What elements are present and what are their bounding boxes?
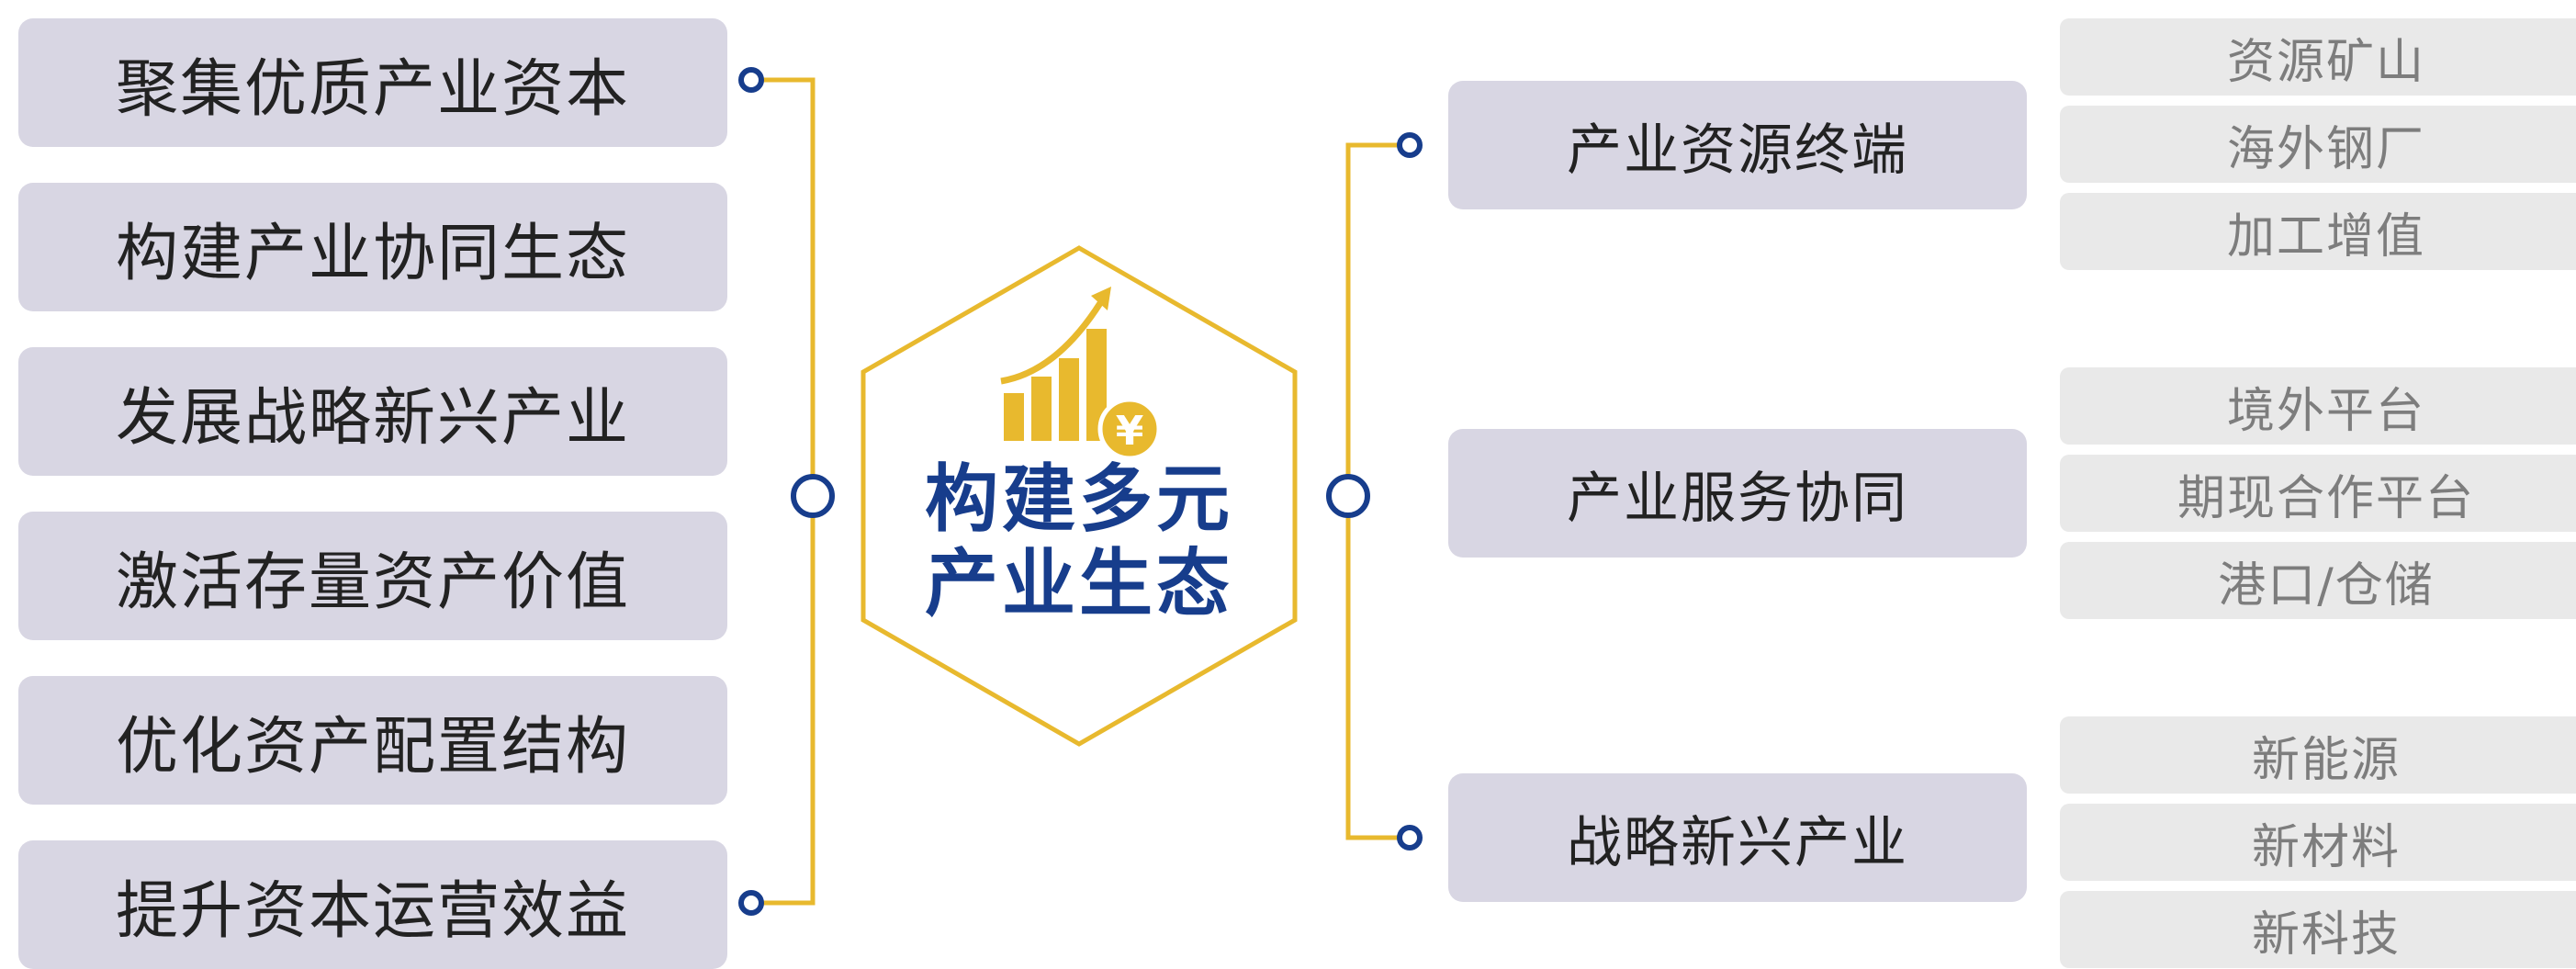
sub-item: 境外平台 [2060, 367, 2576, 445]
sub-item: 期现合作平台 [2060, 455, 2576, 532]
sub-item: 新科技 [2060, 891, 2576, 968]
left-item-2: 构建产业协同生态 [18, 183, 727, 311]
sub-item: 海外钢厂 [2060, 106, 2576, 183]
right-top-dot [1397, 132, 1423, 158]
center-title-line2: 产业生态 [925, 541, 1233, 626]
category-resource-terminal: 产业资源终端 [1448, 81, 2027, 209]
sub-item: 港口/仓储 [2060, 542, 2576, 619]
left-mid-circle [791, 474, 835, 518]
center-hexagon [861, 245, 1298, 747]
category-strategic-emerging: 战略新兴产业 [1448, 773, 2027, 902]
left-item-3: 发展战略新兴产业 [18, 347, 727, 476]
left-item-5: 优化资产配置结构 [18, 676, 727, 805]
right-bottom-dot [1397, 825, 1423, 851]
left-bottom-dot [738, 890, 764, 916]
left-top-dot [738, 67, 764, 93]
left-item-4: 激活存量资产价值 [18, 512, 727, 640]
center-title-line1: 构建多元 [925, 456, 1233, 542]
sub-item: 加工增值 [2060, 193, 2576, 270]
sub-item: 新材料 [2060, 804, 2576, 881]
left-item-1: 聚集优质产业资本 [18, 18, 727, 147]
chart-growth-yuan-icon: ¥ [1000, 287, 1162, 461]
sub-item: 新能源 [2060, 716, 2576, 794]
sub-item: 资源矿山 [2060, 18, 2576, 96]
svg-text:¥: ¥ [1116, 408, 1144, 455]
category-service-synergy: 产业服务协同 [1448, 429, 2027, 558]
left-item-6: 提升资本运营效益 [18, 840, 727, 969]
right-mid-circle [1326, 474, 1370, 518]
